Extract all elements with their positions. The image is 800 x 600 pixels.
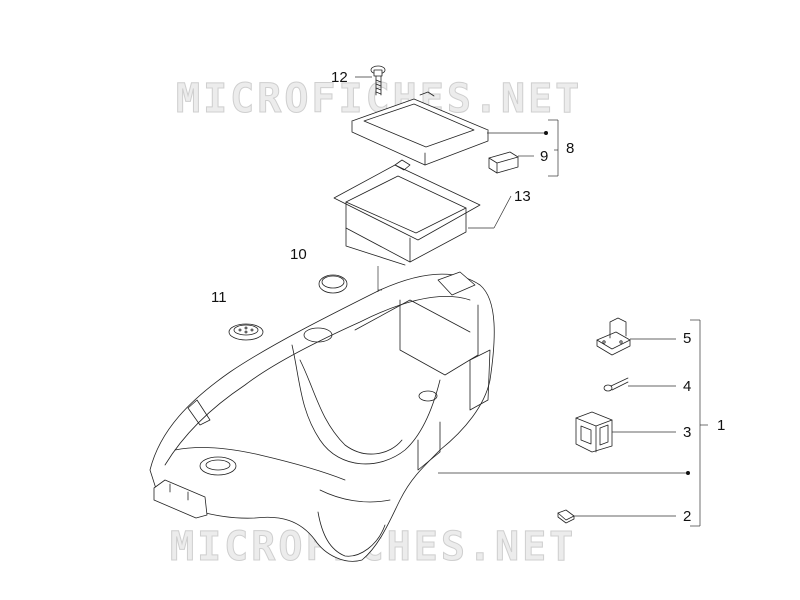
helmet-compartment-body [149,271,495,562]
screw-part [370,65,386,96]
lid-part [351,91,489,166]
dot-1 [686,471,690,475]
bracket-part [596,317,631,356]
callout-11: 11 [211,289,227,306]
callout-4: 4 [683,378,692,395]
callout-2: 2 [683,508,692,525]
callout-1: 1 [717,417,726,434]
cap-part [318,274,348,294]
pin-part [603,377,629,392]
latch-part [575,411,613,453]
clip-part [557,509,575,524]
callout-13: 13 [514,188,531,205]
leader-lines [355,76,708,527]
pad-part [488,151,519,174]
callout-12: 12 [331,69,348,86]
dot-8 [544,131,548,135]
callout-8: 8 [566,140,575,157]
storage-box-part [333,159,481,266]
callout-5: 5 [683,330,692,347]
callout-10: 10 [290,246,307,263]
callout-3: 3 [683,424,692,441]
callout-9: 9 [540,148,549,165]
grommet-part [228,323,264,341]
